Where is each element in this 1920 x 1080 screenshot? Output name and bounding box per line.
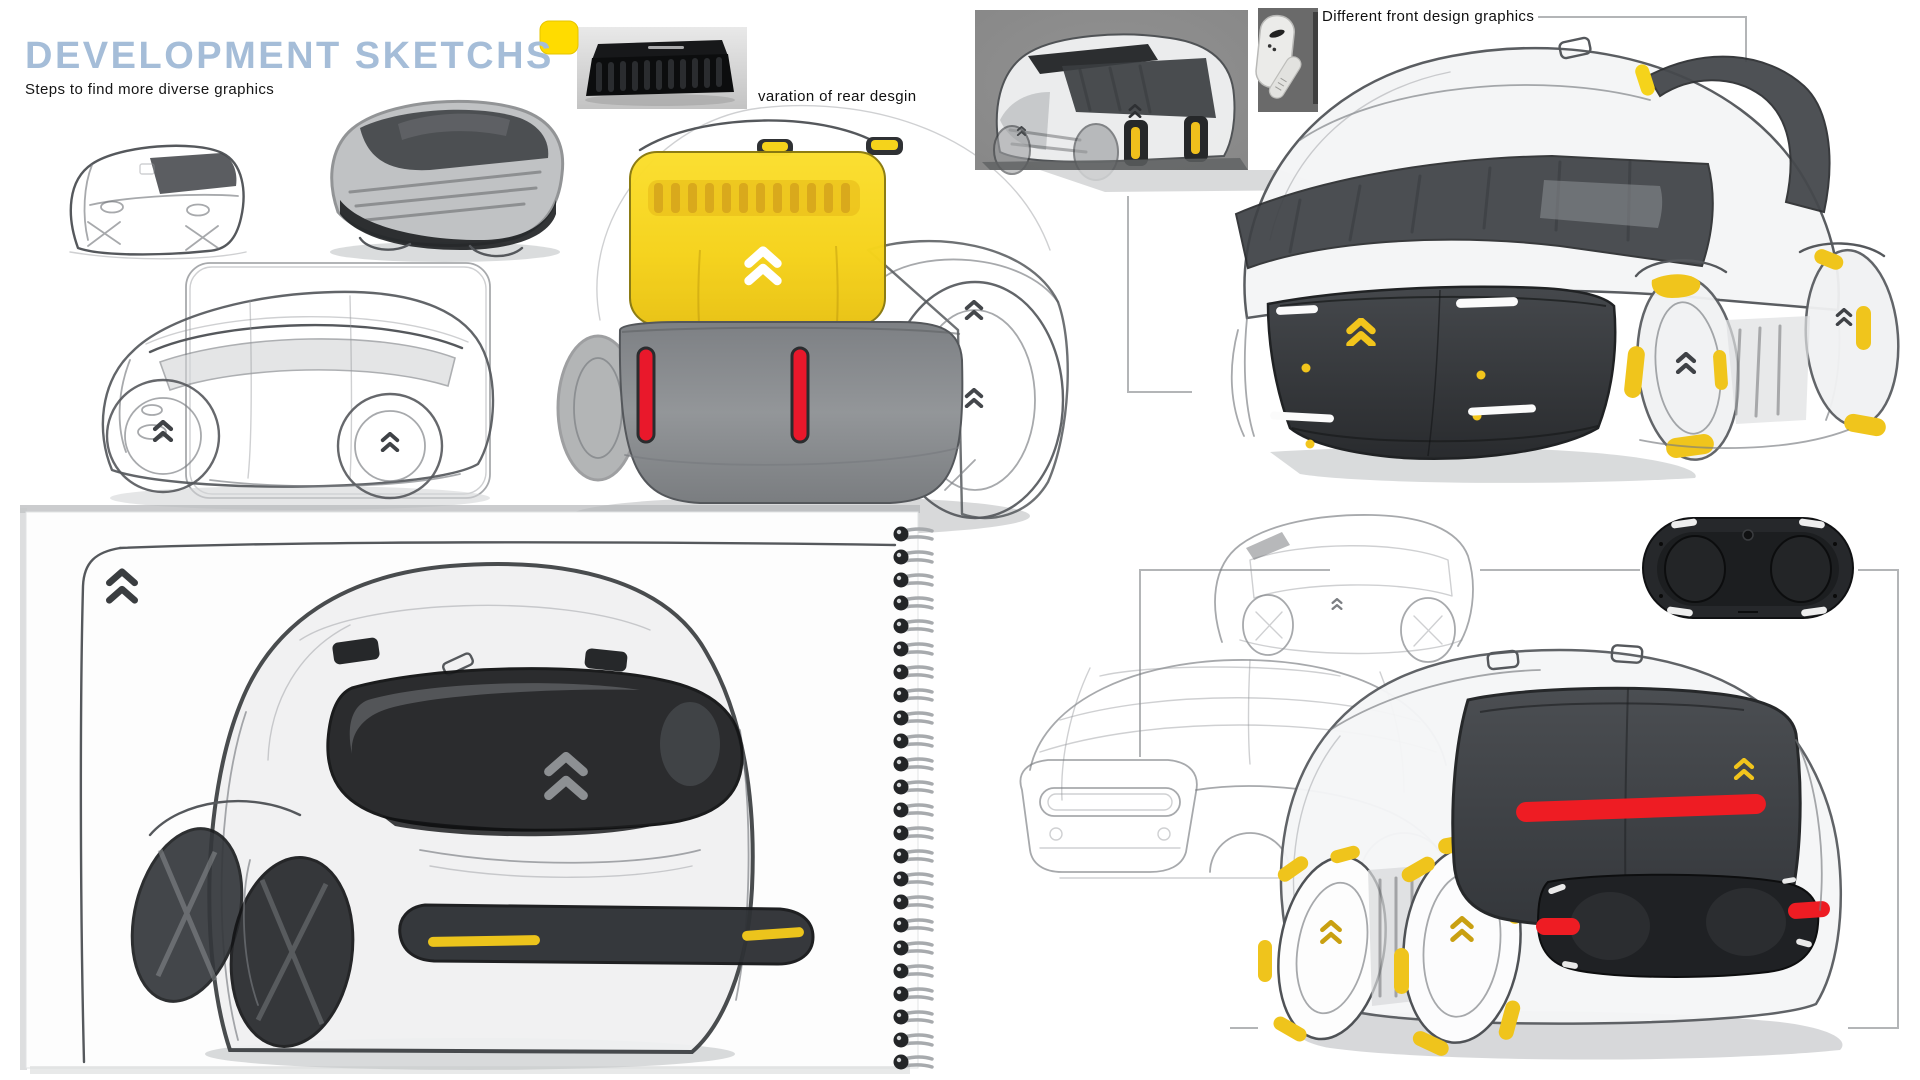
sketch-front-quarter-large	[101, 262, 495, 510]
caption-leader-line	[1538, 16, 1747, 62]
sketch-rear-red-bar	[1258, 644, 1843, 1060]
caption-front-graphics: Different front design graphics	[1322, 8, 1535, 25]
connector-lines	[1127, 196, 1899, 1029]
citroen-double-chevron-icon	[964, 388, 984, 408]
spiral-sketchbook	[20, 505, 934, 1074]
handheld-controller-photo	[1642, 517, 1854, 619]
amplifier-photo	[577, 27, 747, 109]
yellow-rounded-square-icon	[539, 20, 579, 55]
gray-rear-quarter-sketch-photo	[975, 10, 1335, 192]
sketch-front-charcoal	[130, 562, 815, 1070]
sketch-front-quarter-small	[69, 144, 247, 260]
door-handle-parts-photo	[1255, 8, 1318, 112]
sketchbook-frame	[79, 541, 897, 1064]
hero-rear-yellow-sketch	[556, 104, 1069, 536]
citroen-double-chevron-icon	[1331, 598, 1343, 610]
sketch-rear-quarter-light	[1214, 514, 1474, 663]
sketch-rear-dark	[330, 99, 565, 262]
page-subtitle: Steps to find more diverse graphics	[25, 81, 275, 98]
caption-rear-design: varation of rear desgin	[758, 88, 917, 105]
citroen-double-chevron-icon	[380, 432, 400, 452]
page-title: DEVELOPMENT SKETCHS	[25, 35, 554, 78]
front-design-sketch-large	[1230, 36, 1900, 483]
